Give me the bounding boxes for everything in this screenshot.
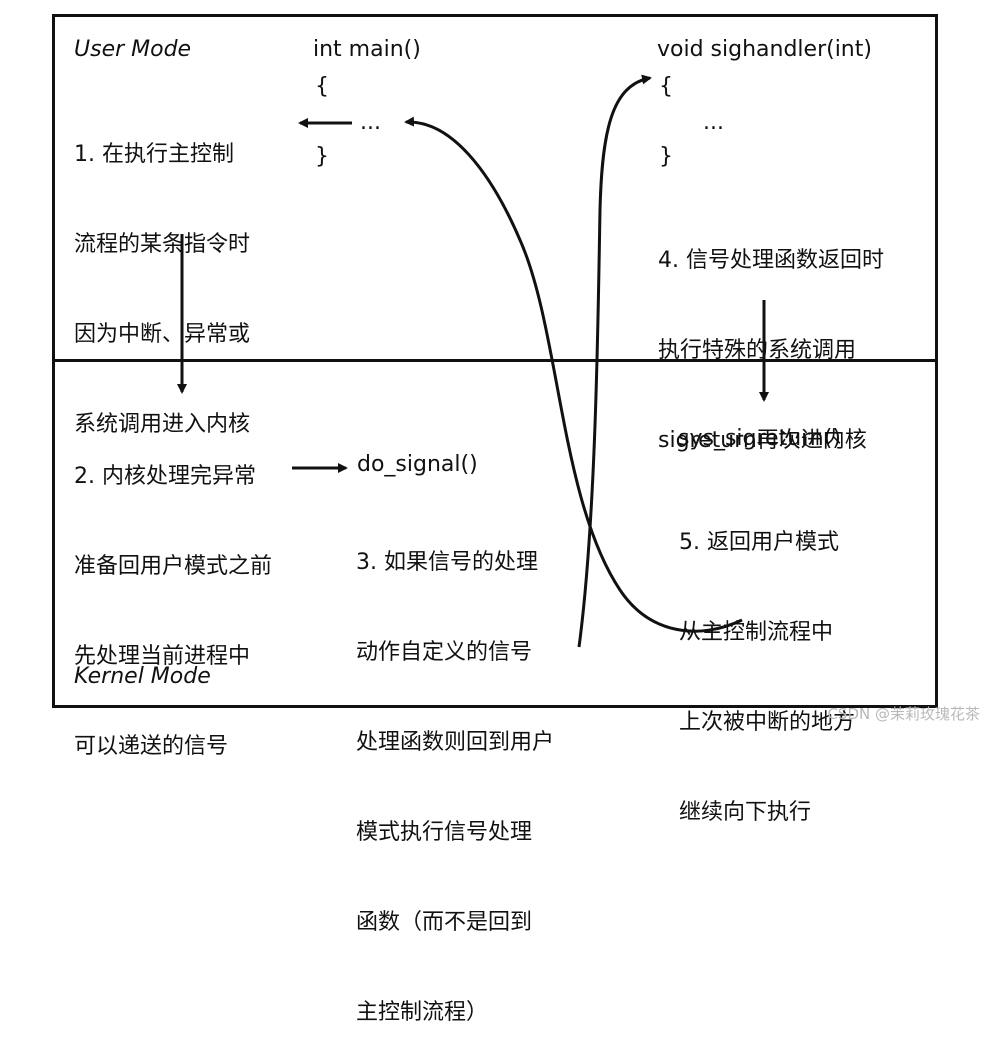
main-body-ellipsis: ... — [360, 110, 381, 135]
step2-line: 准备回用户模式之前 — [74, 554, 273, 579]
step2-line: 2. 内核处理完异常 — [74, 464, 256, 489]
step5-line: 5. 返回用户模式 — [679, 530, 839, 555]
step3-text: 3. 如果信号的处理 动作自定义的信号 处理函数则回到用户 模式执行信号处理 函… — [356, 488, 554, 1058]
step3-line: 模式执行信号处理 — [356, 820, 533, 845]
handler-open-brace: { — [659, 74, 673, 99]
sighandler-func-label: void sighandler(int) — [657, 37, 872, 62]
step1-line: 因为中断、异常或 — [74, 322, 251, 347]
step5-line: 从主控制流程中 — [679, 620, 834, 645]
step2-line: 先处理当前进程中 — [74, 644, 251, 669]
do-signal-label: do_signal() — [357, 452, 478, 477]
step1-text: 1. 在执行主控制 流程的某条指令时 因为中断、异常或 系统调用进入内核 — [74, 80, 250, 470]
step2-text: 2. 内核处理完异常 准备回用户模式之前 先处理当前进程中 可以递送的信号 — [74, 402, 272, 792]
step5-line: 继续向下执行 — [679, 800, 812, 825]
sys-sigreturn-label: sys_sigreturn() — [678, 426, 841, 451]
step4-line: 执行特殊的系统调用 — [658, 338, 857, 363]
step1-line: 流程的某条指令时 — [74, 232, 251, 257]
step3-line: 函数（而不是回到 — [356, 910, 533, 935]
step5-text: 5. 返回用户模式 从主控制流程中 上次被中断的地方 继续向下执行 — [679, 468, 855, 858]
step1-line: 1. 在执行主控制 — [74, 142, 234, 167]
user-mode-label: User Mode — [74, 37, 192, 62]
main-close-brace: } — [315, 144, 329, 169]
step3-line: 主控制流程） — [356, 1000, 489, 1025]
step4-line: 4. 信号处理函数返回时 — [658, 248, 884, 273]
handler-close-brace: } — [659, 144, 673, 169]
step1-line: 系统调用进入内核 — [74, 412, 251, 437]
step3-line: 动作自定义的信号 — [356, 640, 533, 665]
csdn-watermark: CSDN @茉莉玫瑰花茶 — [827, 705, 980, 723]
main-open-brace: { — [315, 74, 329, 99]
step3-line: 处理函数则回到用户 — [356, 730, 555, 755]
step2-line: 可以递送的信号 — [74, 734, 229, 759]
kernel-mode-label: Kernel Mode — [74, 664, 211, 689]
step3-line: 3. 如果信号的处理 — [356, 550, 538, 575]
handler-body-ellipsis: ... — [703, 110, 724, 135]
main-func-label: int main() — [313, 37, 421, 62]
